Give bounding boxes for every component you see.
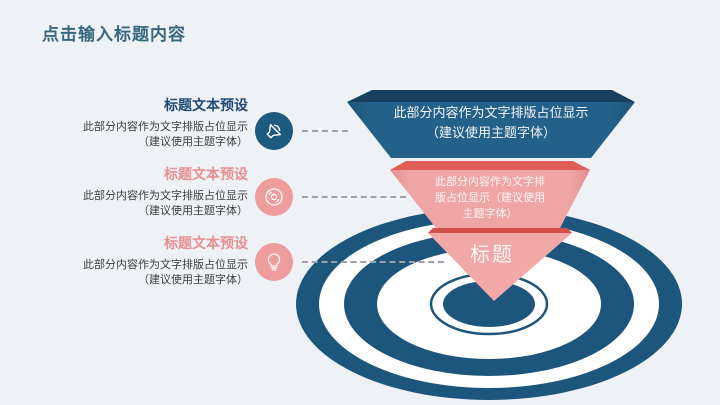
text-block-1[interactable]: 标题文本预设 此部分内容作为文字排版占位显示 （建议使用主题字体） [20, 95, 248, 150]
funnel-middle-face [390, 170, 590, 228]
page-title[interactable]: 点击输入标题内容 [42, 25, 186, 44]
block-3-title: 标题文本预设 [164, 237, 248, 252]
text-block-3[interactable]: 标题文本预设 此部分内容作为文字排版占位显示 （建议使用主题字体） [20, 233, 248, 288]
block-2-body-line2: （建议使用主题字体） [138, 205, 248, 217]
text-block-2[interactable]: 标题文本预设 此部分内容作为文字排版占位显示 （建议使用主题字体） [20, 164, 248, 219]
cd-icon [255, 178, 293, 216]
lightbulb-icon [255, 243, 293, 281]
funnel-middle-line2: 版占位显示（建议使用 [435, 192, 545, 204]
funnel-bottom-lip [428, 228, 572, 233]
funnel-top-section[interactable] [347, 90, 635, 158]
block-1-body-line2: （建议使用主题字体） [138, 136, 248, 148]
megaphone-icon [255, 112, 293, 150]
funnel-top-line2: （建议使用主题字体） [425, 125, 556, 140]
funnel-middle-line1: 此部分内容作为文字排 [435, 176, 545, 188]
funnel-bottom-label[interactable]: 标题 [470, 244, 514, 266]
funnel-top-lip [347, 90, 635, 102]
funnel-top-face [347, 102, 635, 158]
connector-line-2 [302, 196, 406, 198]
block-1-body-line1: 此部分内容作为文字排版占位显示 [83, 121, 248, 133]
connector-line-1 [302, 130, 348, 132]
funnel-bottom-triangle [428, 233, 572, 301]
funnel-middle-text[interactable]: 此部分内容作为文字排 版占位显示（建议使用 主题字体） [400, 174, 580, 222]
funnel-middle-line3: 主题字体） [462, 208, 518, 220]
block-2-title: 标题文本预设 [164, 168, 248, 183]
block-1-title: 标题文本预设 [164, 99, 248, 114]
block-3-body-line2: （建议使用主题字体） [138, 274, 248, 286]
funnel-middle-lip [390, 161, 590, 170]
funnel-top-text[interactable]: 此部分内容作为文字排版占位显示 （建议使用主题字体） [360, 103, 622, 143]
block-3-body-line1: 此部分内容作为文字排版占位显示 [83, 259, 248, 271]
connector-line-3 [302, 261, 444, 263]
target-center [443, 281, 535, 327]
block-2-body-line1: 此部分内容作为文字排版占位显示 [83, 190, 248, 202]
funnel-bottom-section[interactable] [428, 228, 572, 301]
funnel-top-line1: 此部分内容作为文字排版占位显示 [393, 105, 589, 120]
funnel-middle-section[interactable] [390, 161, 590, 228]
